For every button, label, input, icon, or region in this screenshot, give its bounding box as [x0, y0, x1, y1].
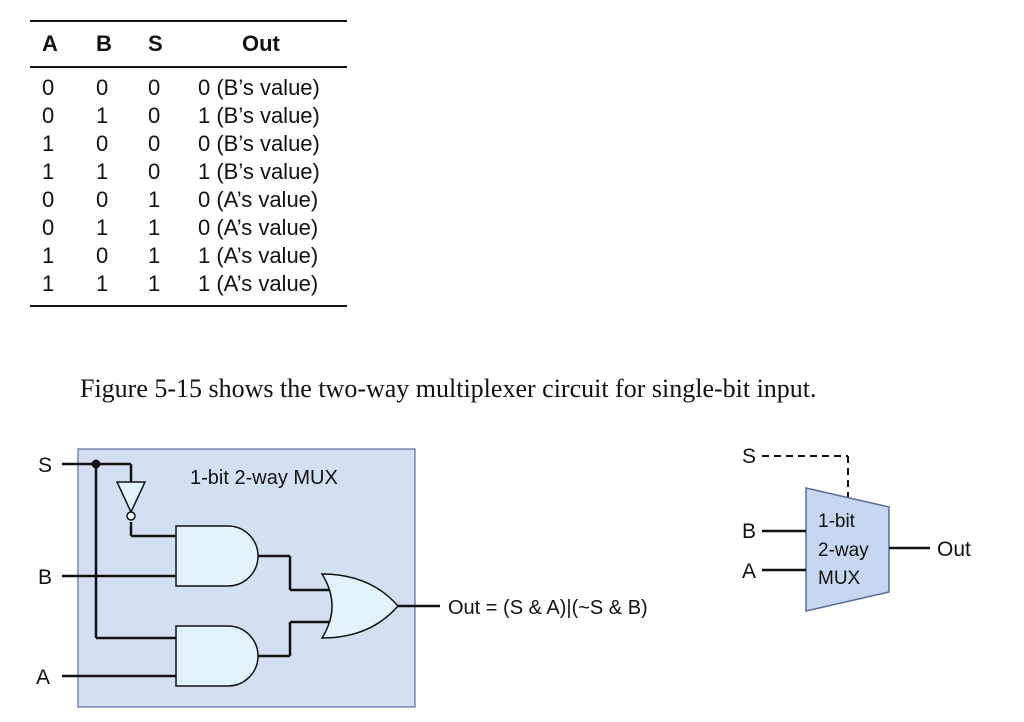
or-gate: [320, 573, 399, 639]
cell-b: 0: [96, 243, 109, 268]
mux-input-s-label: S: [742, 445, 756, 468]
input-s-label: S: [38, 454, 52, 477]
cell-out: 1 (B’s value): [198, 159, 320, 184]
header-b: B: [96, 31, 112, 56]
input-a-label: A: [36, 666, 50, 689]
table-row: 0 1 0 1 (B’s value): [30, 102, 347, 130]
not-gate: [115, 481, 147, 521]
cell-b: 1: [96, 103, 109, 128]
mux-output-label: Out: [937, 538, 971, 561]
cell-s: 1: [148, 187, 161, 212]
cell-s: 0: [148, 103, 161, 128]
cell-a: 1: [42, 159, 55, 184]
cell-out: 0 (A’s value): [198, 187, 319, 212]
cell-b: 1: [96, 159, 109, 184]
output-expression: Out = (S & A)|(~S & B): [448, 597, 648, 619]
s-junction-dot: [91, 459, 101, 469]
figure-caption: Figure 5-15 shows the two-way multiplexe…: [80, 374, 817, 403]
table-body: 0 0 0 0 (B’s value) 0 1 0 1 (B’s value) 1 0 0 0 (B’…: [30, 68, 347, 298]
cell-a: 0: [42, 215, 55, 240]
mux-input-a-label: A: [742, 560, 756, 583]
cell-a: 0: [42, 75, 55, 100]
table-row: 0 0 0 0 (B’s value): [30, 74, 347, 102]
and-gate-lower: [175, 625, 259, 687]
cell-s: 1: [148, 271, 161, 296]
cell-s: 0: [148, 159, 161, 184]
cell-s: 0: [148, 75, 161, 100]
mux-label-line3: MUX: [818, 568, 861, 589]
mux-input-b-label: B: [742, 520, 756, 543]
table-row: 1 1 0 1 (B’s value): [30, 158, 347, 186]
table-row: 0 1 1 0 (A’s value): [30, 214, 347, 242]
cell-a: 0: [42, 187, 55, 212]
cell-s: 1: [148, 215, 161, 240]
cell-out: 0 (B’s value): [198, 131, 320, 156]
mux-symbol: 1-bit 2-way MUX S B A Out: [742, 445, 971, 612]
cell-b: 0: [96, 131, 109, 156]
mux-label-line1: 1-bit: [818, 511, 856, 532]
cell-s: 0: [148, 131, 161, 156]
table-top-rule: [30, 20, 347, 22]
cell-b: 1: [96, 271, 109, 296]
and-gate-upper: [175, 525, 259, 587]
table-bottom-rule: [30, 305, 347, 307]
table-row: 1 1 1 1 (A’s value): [30, 270, 347, 298]
mux-label-line2: 2-way: [818, 540, 869, 561]
table-row: 1 0 1 1 (A’s value): [30, 242, 347, 270]
cell-out: 0 (A’s value): [198, 215, 319, 240]
cell-b: 1: [96, 215, 109, 240]
mux-circuit-diagram: 1-bit 2-way MUX S B A O: [36, 445, 971, 708]
input-b-label: B: [38, 566, 52, 589]
cell-a: 0: [42, 103, 55, 128]
header-a: A: [42, 31, 58, 56]
mux-box-label: 1-bit 2-way MUX: [190, 467, 338, 489]
cell-a: 1: [42, 131, 55, 156]
cell-a: 1: [42, 243, 55, 268]
cell-b: 0: [96, 75, 109, 100]
truth-table: A B S Out 0 0 0 0 (B’s value) 0 1 0 1 (B’s valu…: [30, 20, 347, 307]
cell-b: 0: [96, 187, 109, 212]
header-out: Out: [242, 31, 280, 56]
table-header-rule: [30, 66, 347, 68]
cell-out: 1 (A’s value): [198, 271, 319, 296]
header-s: S: [148, 31, 163, 56]
cell-s: 1: [148, 243, 161, 268]
cell-out: 1 (B’s value): [198, 103, 320, 128]
table-header-row: A B S Out: [30, 22, 347, 66]
table-row: 0 0 1 0 (A’s value): [30, 186, 347, 214]
cell-out: 0 (B’s value): [198, 75, 320, 100]
table-row: 1 0 0 0 (B’s value): [30, 130, 347, 158]
cell-a: 1: [42, 271, 55, 296]
cell-out: 1 (A’s value): [198, 243, 319, 268]
